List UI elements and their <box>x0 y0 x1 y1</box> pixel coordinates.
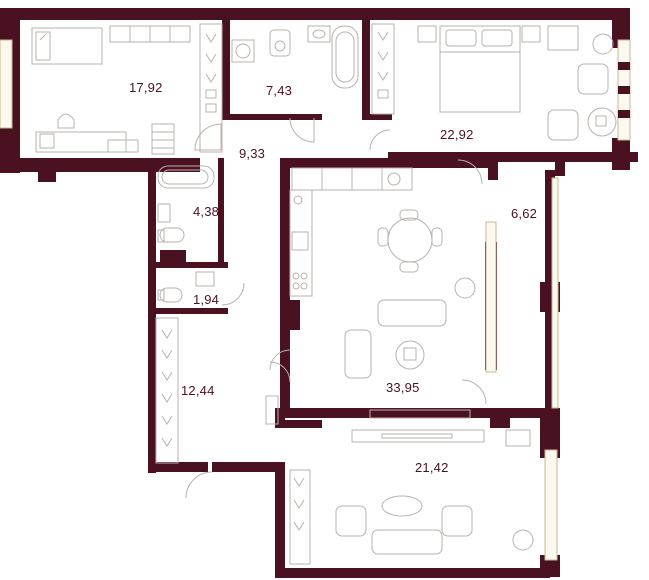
balcony-windows <box>485 177 559 409</box>
closet-fixtures <box>155 317 291 499</box>
room-area-living: 17,92 <box>129 80 163 95</box>
lounge-furniture <box>289 429 534 565</box>
room-area-laundry: 7,43 <box>266 83 293 98</box>
room-area-bath: 4,38 <box>193 204 220 219</box>
hall-doors <box>194 117 391 151</box>
living-room-furniture <box>31 23 223 155</box>
kitchen-furniture <box>289 159 487 419</box>
room-area-balcony: 6,62 <box>511 206 538 221</box>
room-area-wc: 1,94 <box>193 292 220 307</box>
room-area-lounge: 21,42 <box>415 460 449 475</box>
wc-fixtures <box>157 271 245 306</box>
room-area-closet: 12,44 <box>181 383 215 398</box>
bathroom-fixtures <box>157 165 215 243</box>
room-area-bedroom: 22,92 <box>440 127 474 142</box>
room-area-kitchen: 33,95 <box>386 380 420 395</box>
walls <box>0 8 638 578</box>
room-area-hall: 9,33 <box>239 146 266 161</box>
laundry-fixtures <box>231 25 359 89</box>
bedroom-furniture <box>371 23 617 141</box>
